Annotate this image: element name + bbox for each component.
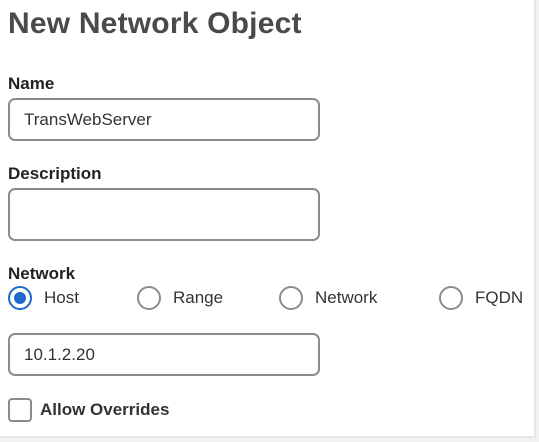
radio-unselected-icon[interactable] — [279, 286, 303, 310]
radio-unselected-icon[interactable] — [137, 286, 161, 310]
name-input[interactable] — [8, 98, 320, 141]
radio-label-host: Host — [44, 288, 79, 307]
description-label: Description — [8, 164, 102, 183]
name-label: Name — [8, 74, 55, 93]
network-value-input[interactable] — [8, 333, 320, 376]
radio-option-range[interactable]: Range — [137, 285, 223, 311]
radio-label-fqdn: FQDN — [475, 288, 524, 307]
allow-overrides-label: Allow Overrides — [40, 400, 170, 419]
allow-overrides-checkbox-row[interactable]: Allow Overrides — [8, 397, 169, 423]
radio-label-range: Range — [173, 288, 224, 307]
description-input[interactable] — [8, 188, 320, 241]
radio-option-host[interactable]: Host — [8, 285, 79, 311]
radio-unselected-icon[interactable] — [439, 286, 463, 310]
network-label: Network — [8, 264, 76, 283]
radio-option-fqdn[interactable]: FQDN — [439, 285, 523, 311]
checkbox-unchecked-icon[interactable] — [8, 398, 32, 422]
page-title: New Network Object — [8, 7, 302, 40]
radio-selected-icon[interactable] — [8, 286, 32, 310]
radio-option-network[interactable]: Network — [279, 285, 377, 311]
radio-label-network: Network — [315, 288, 378, 307]
